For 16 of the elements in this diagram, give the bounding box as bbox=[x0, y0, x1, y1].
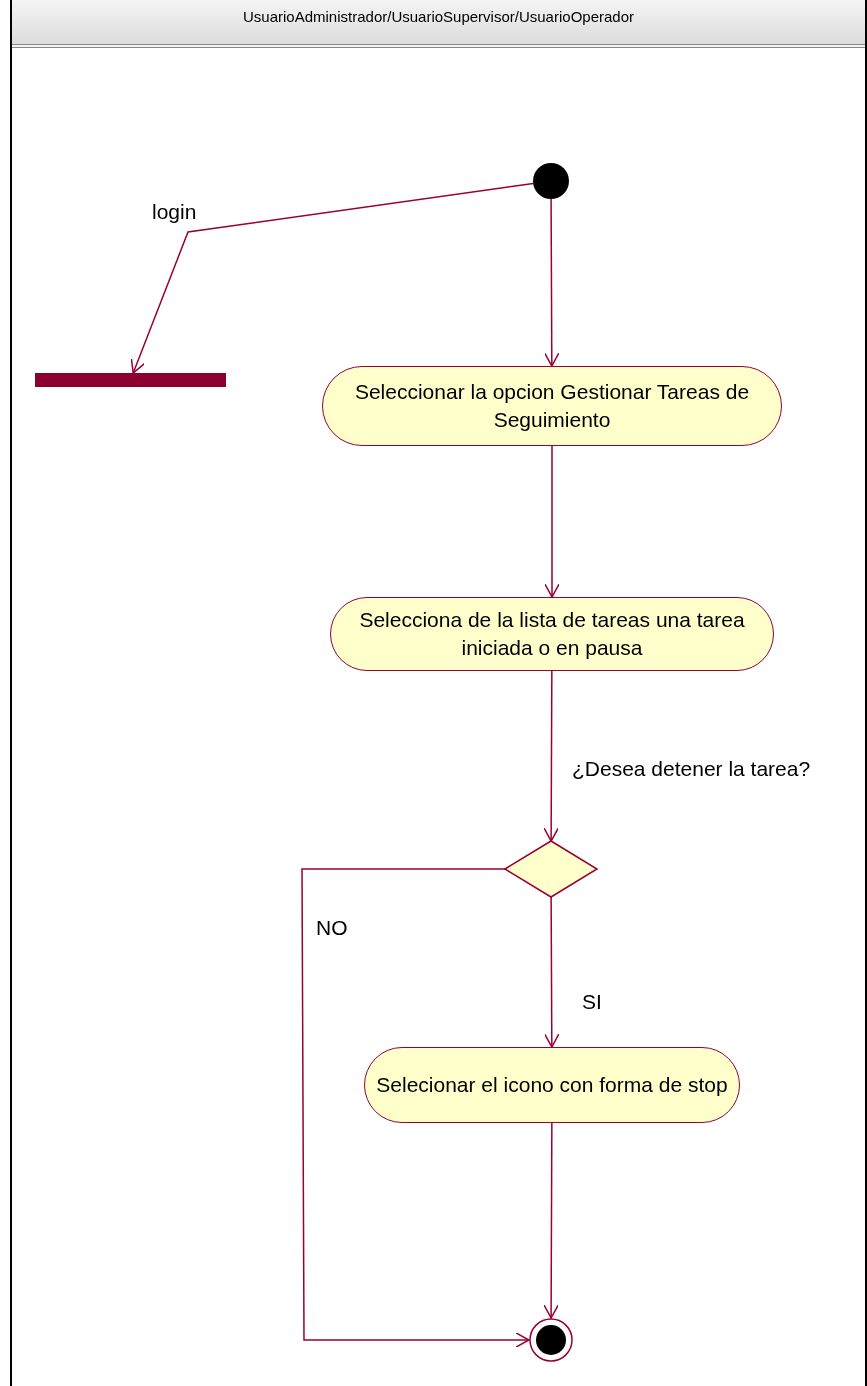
lane-title: UsuarioAdministrador/UsuarioSupervisor/UsuarioOperador bbox=[243, 8, 634, 25]
arrow bbox=[543, 1122, 559, 1319]
swimlane bbox=[10, 0, 867, 1386]
decision-diamond bbox=[505, 841, 597, 897]
activity-text: Seleccionar la opcion Gestionar Tareas de Seguimiento bbox=[353, 379, 751, 433]
arrow bbox=[543, 670, 559, 842]
activity-text: Selecciona de la lista de tareas una tarea iniciada o en pausa bbox=[358, 607, 746, 661]
arrow bbox=[544, 445, 560, 598]
activity-text: Selecionar el icono con forma de stop bbox=[376, 1072, 728, 1098]
initial-node bbox=[533, 163, 569, 199]
arrow bbox=[130, 182, 534, 374]
final-node bbox=[529, 1318, 573, 1362]
arrow bbox=[301, 868, 530, 1348]
arrow bbox=[544, 896, 560, 1048]
fork-bar bbox=[35, 373, 226, 387]
arrow bbox=[544, 198, 560, 367]
